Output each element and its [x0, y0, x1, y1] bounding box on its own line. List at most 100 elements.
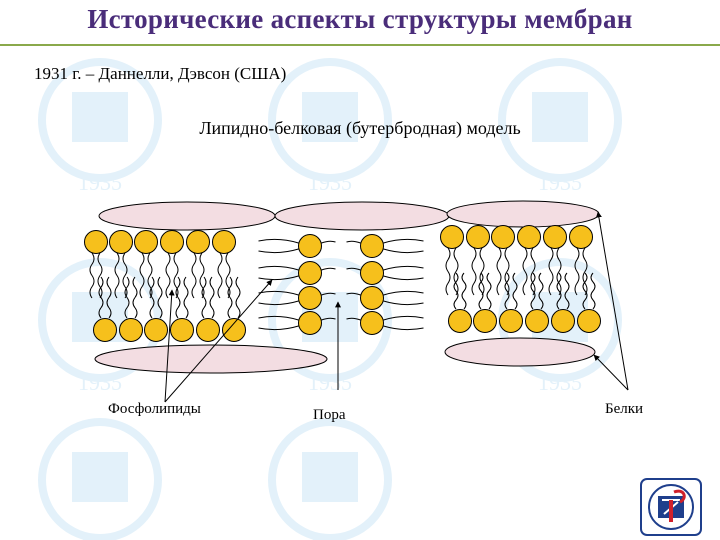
lipid-tail: [471, 247, 477, 296]
watermark-shield: [302, 92, 358, 142]
lipid-tail: [479, 247, 485, 296]
lipid-tail: [556, 247, 562, 296]
lipid-tail: [225, 252, 231, 299]
lipid-tail: [383, 265, 424, 281]
lipid-tail: [574, 247, 580, 296]
label-phospholipids: Фосфолипиды: [108, 401, 201, 417]
lipid-tail: [201, 276, 207, 319]
lipid-head: [298, 286, 322, 310]
lipid-tail: [217, 252, 223, 299]
lipid-tails: [89, 238, 596, 331]
lipid-head: [360, 234, 384, 258]
lipid-tail: [98, 276, 104, 319]
watermark-shield: [302, 452, 358, 502]
lipid-tail: [512, 272, 518, 310]
lipid-tail: [132, 276, 138, 319]
pointer-lines: [164, 211, 629, 403]
protein-layer-top: [98, 200, 600, 231]
label-proteins: Белки: [605, 401, 644, 417]
lipid-tail: [582, 272, 588, 310]
lipid-head: [440, 225, 464, 249]
lipid-tail: [114, 252, 120, 299]
pointer-line: [595, 211, 629, 391]
lipid-tail: [496, 247, 502, 296]
lipid-head: [473, 309, 497, 333]
lipid-head: [298, 311, 322, 335]
watermark-year: 1935: [538, 370, 582, 395]
lipid-tail: [191, 252, 197, 299]
protein-ellipse: [444, 337, 596, 367]
lipid-head: [170, 318, 194, 342]
watermark-year: 1935: [308, 530, 352, 540]
lipid-tail: [227, 276, 233, 319]
watermark-circle: [38, 418, 162, 540]
protein-ellipse: [98, 201, 276, 231]
lipid-tail: [173, 252, 179, 299]
lipid-head: [93, 318, 117, 342]
lipid-tail: [530, 272, 536, 310]
lipid-tail: [258, 290, 299, 306]
lipid-head: [84, 230, 108, 254]
lipid-head: [360, 261, 384, 285]
lipid-tail: [556, 272, 562, 310]
lipid-tail: [582, 247, 588, 296]
lipid-tail: [564, 272, 570, 310]
lipid-tail: [321, 292, 361, 296]
protein-ellipse: [274, 201, 450, 231]
lipid-tail: [504, 272, 510, 310]
lipid-head: [160, 230, 184, 254]
lipid-head: [196, 318, 220, 342]
lipid-tail: [383, 290, 424, 306]
lipid-head: [491, 225, 515, 249]
watermark-circle: [268, 258, 392, 382]
lipid-tail: [321, 267, 361, 271]
lipid-tail: [478, 272, 484, 310]
watermark-shield: [532, 92, 588, 142]
lipid-head: [448, 309, 472, 333]
lipid-tail: [453, 272, 459, 310]
lipid-tail: [183, 276, 189, 319]
lipid-tail: [97, 252, 103, 299]
watermark-year: 1935: [308, 370, 352, 395]
lipid-tail: [89, 252, 95, 299]
protein-ellipse: [446, 200, 600, 228]
lipid-tail: [147, 252, 153, 299]
pointer-line: [164, 279, 273, 403]
lipid-tail: [258, 238, 299, 254]
watermark-year: 1935: [538, 170, 582, 195]
lipid-head: [517, 225, 541, 249]
lipid-head: [298, 234, 322, 258]
pointer-line: [593, 354, 629, 391]
lipid-tail: [445, 247, 451, 296]
lipid-tail: [590, 272, 596, 310]
lipid-tail: [383, 315, 424, 331]
lipid-tail: [461, 272, 467, 310]
lipid-tail: [321, 317, 361, 321]
lipid-tail: [258, 265, 299, 281]
lipid-head: [551, 309, 575, 333]
lipid-tail: [504, 247, 510, 296]
pointer-line: [164, 289, 175, 403]
lipid-tail: [258, 315, 299, 331]
lipid-head: [298, 261, 322, 285]
label-pore: Пора: [313, 407, 346, 423]
lipid-head: [109, 230, 133, 254]
watermark-year: 1935: [308, 170, 352, 195]
lipid-head: [212, 230, 236, 254]
watermark-year: 1935: [78, 530, 122, 540]
lipid-tail: [209, 276, 215, 319]
watermark-circle: [268, 58, 392, 182]
lipid-tail: [383, 238, 424, 254]
title-divider: [0, 44, 720, 46]
protein-layer-bottom: [94, 337, 596, 374]
lipid-tail: [235, 276, 241, 319]
slide-title: Исторические аспекты структуры мембран: [87, 4, 633, 34]
lipid-head: [134, 230, 158, 254]
lipid-tail: [522, 247, 528, 296]
watermark-circle: [498, 58, 622, 182]
lipid-head: [525, 309, 549, 333]
lipid-tail: [453, 247, 459, 296]
slide-subtitle: 1931 г. – Даннелли, Дэвсон (США): [34, 64, 287, 83]
